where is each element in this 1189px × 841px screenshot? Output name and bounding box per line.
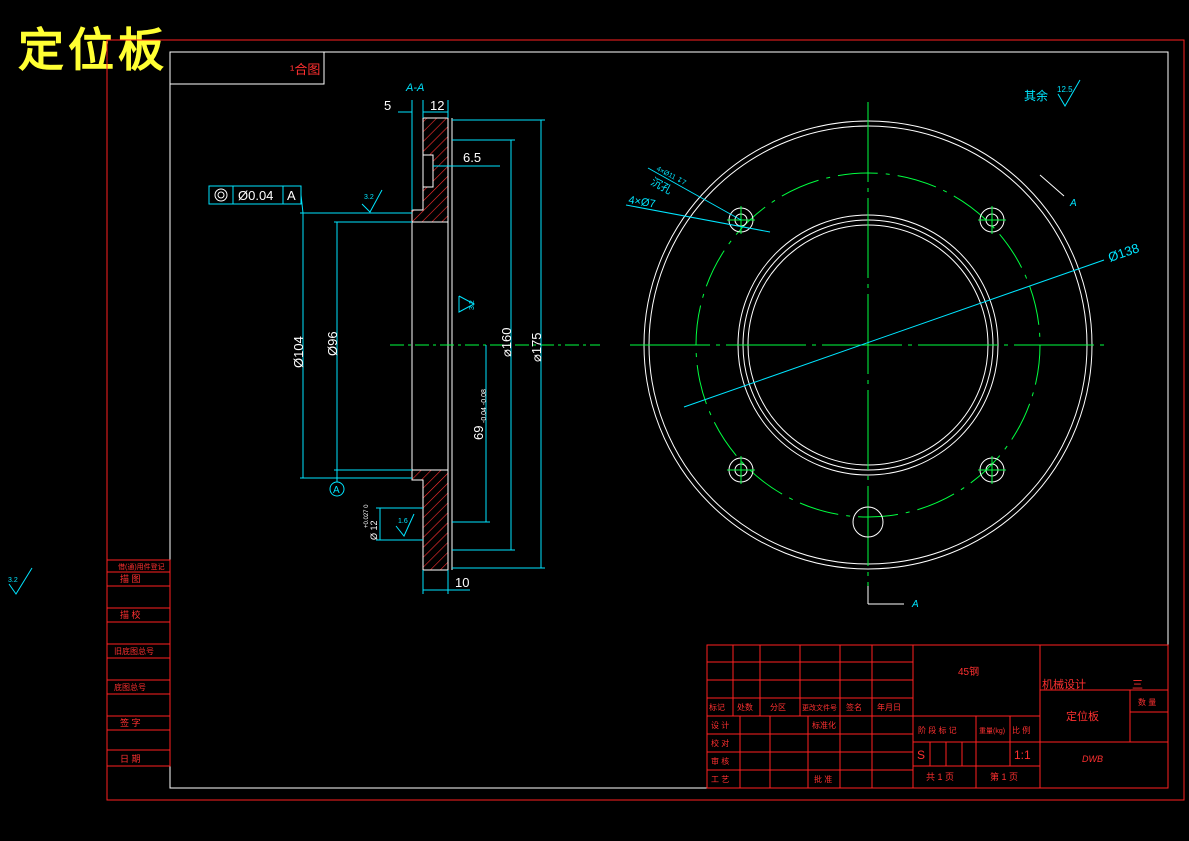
tb-header: 分区: [770, 703, 786, 712]
corner-note-box: [169, 51, 325, 85]
hole-note: 4×Ø7: [627, 194, 656, 211]
roughness-margin-icon: [8, 567, 33, 595]
tb-header: 标记: [709, 702, 725, 712]
tb-page-no: 第 1 页: [990, 771, 1018, 782]
tolerance-value: Ø0.04: [238, 188, 273, 203]
view-arrow-bottom: A: [911, 599, 919, 610]
dim-12-hub-tol: +0.027 0: [364, 504, 370, 528]
hub-body: [411, 221, 449, 471]
roughness-icon-left: [361, 189, 383, 213]
tb-company: 机械设计: [1042, 677, 1086, 691]
corner-note: ¹合图: [290, 62, 320, 77]
tb-header: 签名: [846, 702, 862, 712]
dim-10: 10: [455, 575, 469, 590]
roughness-default-value: 12.5: [1057, 85, 1073, 94]
tb-weight-label: 重量(kg): [979, 727, 1005, 735]
outer-border: [106, 39, 1185, 801]
dim-96-text: Ø96: [325, 331, 340, 356]
tb-scale: 1:1: [1014, 748, 1031, 762]
front-view[interactable]: A A Ø138 4×Ø7 沉孔 4×Ø11 ↧7 其余 12.5: [625, 79, 1141, 610]
roughness-default-label: 其余: [1024, 88, 1048, 103]
hole-leader: [625, 204, 771, 233]
hatch-bottom: [411, 469, 449, 571]
drawing-title: 定位板: [18, 23, 168, 77]
inner-border: [169, 51, 1169, 789]
roughness-hub: 1.6: [398, 518, 408, 525]
tb-stage-labels: 阶 段 标 记: [918, 725, 957, 735]
tb-part-name: 定位板: [1066, 709, 1099, 723]
concentricity-icon: [214, 188, 228, 202]
dim-138: Ø138: [1106, 240, 1141, 265]
side-row: 日 期: [120, 754, 141, 764]
tb-company-suffix: 三: [1132, 679, 1143, 691]
hole-centers: [727, 206, 1006, 484]
roughness-icon-bore: [458, 295, 476, 313]
tb-total-pages: 共 1 页: [926, 772, 954, 782]
section-label: A-A: [405, 82, 424, 94]
side-row: 签 字: [120, 717, 141, 728]
bolt-holes: [728, 207, 1005, 538]
section-view[interactable]: A-A 12 5 6.5 Ø104 Ø96 ⌀160: [208, 82, 600, 594]
dim-12: 12: [430, 98, 444, 113]
title-block: 标记 处数 分区 更改文件号 签名 年月日 设 计 校 对 审 核 工 艺 标准…: [706, 644, 1169, 789]
dim-69-text: 69: [471, 426, 486, 440]
view-arrow-top: A: [1069, 198, 1077, 209]
tb-row: 设 计: [711, 720, 729, 730]
tb-row: 校 对: [711, 738, 729, 748]
roughness-left: 3.2: [364, 194, 374, 201]
tb-material: 45钢: [958, 665, 979, 678]
hole-leader-2: [647, 167, 742, 221]
roughness-margin: 3.2: [8, 577, 18, 584]
tb-row: 工 艺: [711, 775, 729, 784]
datum-circle: [329, 481, 345, 497]
tb-scale-label: 比 例: [1012, 725, 1030, 735]
roughness-icon-hub: [395, 513, 415, 537]
dim-175-text: ⌀175: [529, 332, 544, 362]
concentricity-icon-inner: [217, 191, 225, 199]
tolerance-datum: A: [287, 188, 296, 203]
tb-header: 年月日: [877, 702, 901, 712]
tb-standardize: 标准化: [812, 720, 836, 730]
side-row: 借(通)用件登记: [118, 562, 165, 571]
dim-160-text: ⌀160: [499, 327, 514, 357]
dim-12-hub-text: Ø 12: [369, 520, 379, 540]
dim-69-tol: -0.04 -0.08: [481, 389, 488, 423]
section-cut-top: [1039, 174, 1065, 197]
tb-stage-value: S: [917, 748, 925, 762]
tb-drawing-no: DWB: [1082, 754, 1103, 764]
dim-104-text: Ø104: [291, 336, 306, 368]
tb-header: 处数: [737, 702, 753, 712]
pin-hole[interactable]: [852, 506, 884, 538]
roughness-bore: 3.2: [469, 300, 476, 310]
tb-header: 更改文件号: [802, 703, 837, 712]
tb-row: 审 核: [711, 756, 729, 766]
dim-138-line: [683, 259, 1105, 408]
tb-approve: 批 准: [814, 774, 832, 784]
side-row: 旧底图总号: [114, 646, 154, 656]
dim-6-5: 6.5: [463, 150, 481, 165]
roughness-default-icon: [1057, 79, 1081, 107]
side-row: 底图总号: [114, 682, 146, 692]
side-row: 描 校: [120, 609, 141, 620]
tb-qty-label: 数 量: [1138, 697, 1156, 707]
side-row: 描 图: [120, 573, 141, 584]
dim-5: 5: [384, 98, 391, 113]
side-block: 借(通)用件登记 描 图 描 校 旧底图总号 底图总号 签 字 日 期: [106, 559, 171, 767]
counterbore: [422, 154, 434, 188]
tolerance-leader: [300, 194, 304, 214]
datum-label: A: [333, 485, 340, 496]
